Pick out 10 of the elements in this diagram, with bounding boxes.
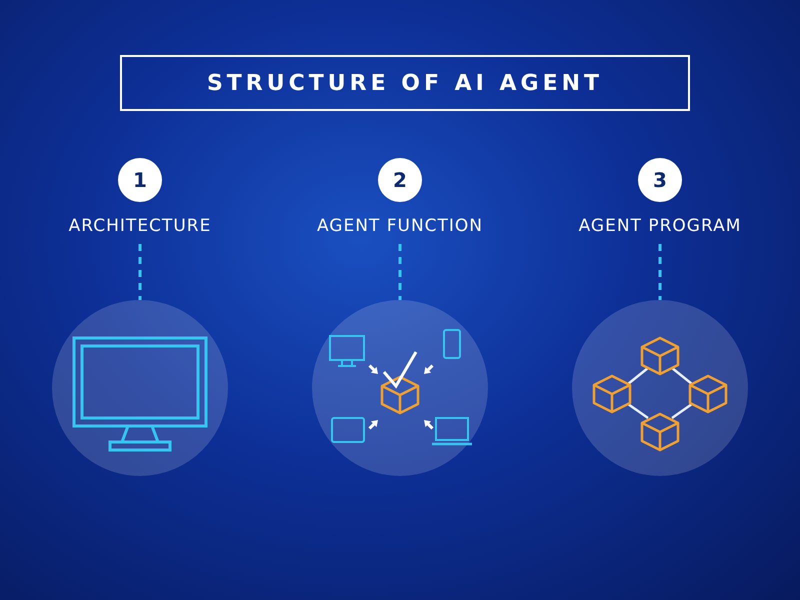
column-heading: AGENT PROGRAM [560, 216, 760, 240]
step-number: 3 [638, 158, 682, 202]
dashed-connector [398, 244, 402, 300]
column-heading: AGENT FUNCTION [300, 216, 500, 240]
column-heading: ARCHITECTURE [40, 216, 240, 240]
dashed-connector [138, 244, 142, 300]
step-number: 2 [378, 158, 422, 202]
step-number: 1 [118, 158, 162, 202]
dashed-connector [658, 244, 662, 300]
title-box: STRUCTURE OF AI AGENT [120, 55, 690, 111]
